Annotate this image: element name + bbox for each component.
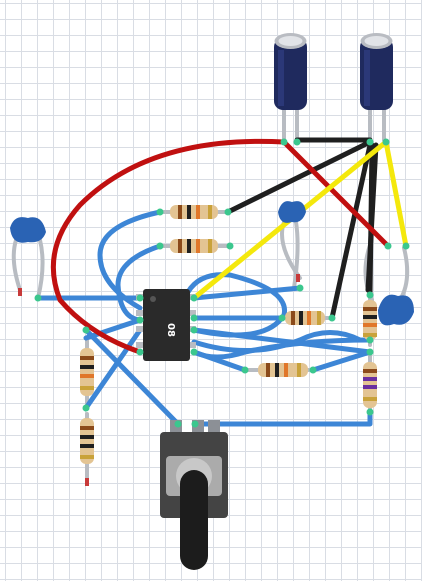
resistor-bottom-center: [258, 363, 308, 377]
wire-blue-pot-to-right: [192, 409, 373, 427]
wire-yellow-cap-to-right: [383, 139, 409, 249]
electrolytic-capacitor-2: [360, 33, 393, 110]
wire-red-cap-to-right: [281, 139, 391, 249]
wire-blue-ic-to-right-cap: [191, 285, 303, 301]
resistor-middle: [170, 239, 218, 253]
electrolytic-capacitor-1: [274, 33, 307, 110]
wire-blue-ic-to-pot-left: [83, 327, 181, 427]
connection-nodes: [34, 138, 410, 428]
wire-black-cap-to-top-resistor: [225, 139, 373, 215]
wire-blue-ic-to-far-right: [191, 327, 373, 355]
wire-red-big-arc: [50, 138, 287, 355]
resistor-top: [170, 205, 218, 219]
wires-blue: [35, 209, 373, 427]
wire-blue-resistor-to-right: [310, 349, 373, 373]
potentiometer: [160, 420, 228, 570]
wire-black-cap-to-mid: [329, 142, 373, 321]
wires-red: [50, 138, 391, 355]
resistor-left-upper: [80, 348, 94, 396]
wires-black: [225, 137, 379, 321]
resistor-right-lower: [363, 362, 377, 408]
ic-label: 08: [165, 323, 176, 337]
wire-blue-ic-left-to-lower-resistor: [83, 327, 143, 411]
resistor-right-mid: [285, 311, 325, 325]
wire-blue-ic-loop-1: [185, 272, 288, 338]
wire-black-cap-to-right-2: [365, 142, 379, 293]
wire-blue-ic-loop-2: [191, 330, 363, 354]
ceramic-capacitor-right: [378, 294, 414, 326]
wire-blue-ic-curve-to-resistor: [191, 337, 373, 360]
wire-blue-mid-resistor-to-ic: [115, 243, 163, 323]
lead-tips: [18, 274, 300, 486]
resistor-right-upper: [363, 300, 377, 340]
ic-chip: 08: [136, 289, 196, 361]
ceramic-capacitor-middle: [278, 201, 306, 223]
ceramic-capacitor-left: [10, 217, 46, 243]
wire-blue-ic-left-to-resistor: [83, 317, 143, 341]
resistor-left-lower: [80, 418, 94, 464]
